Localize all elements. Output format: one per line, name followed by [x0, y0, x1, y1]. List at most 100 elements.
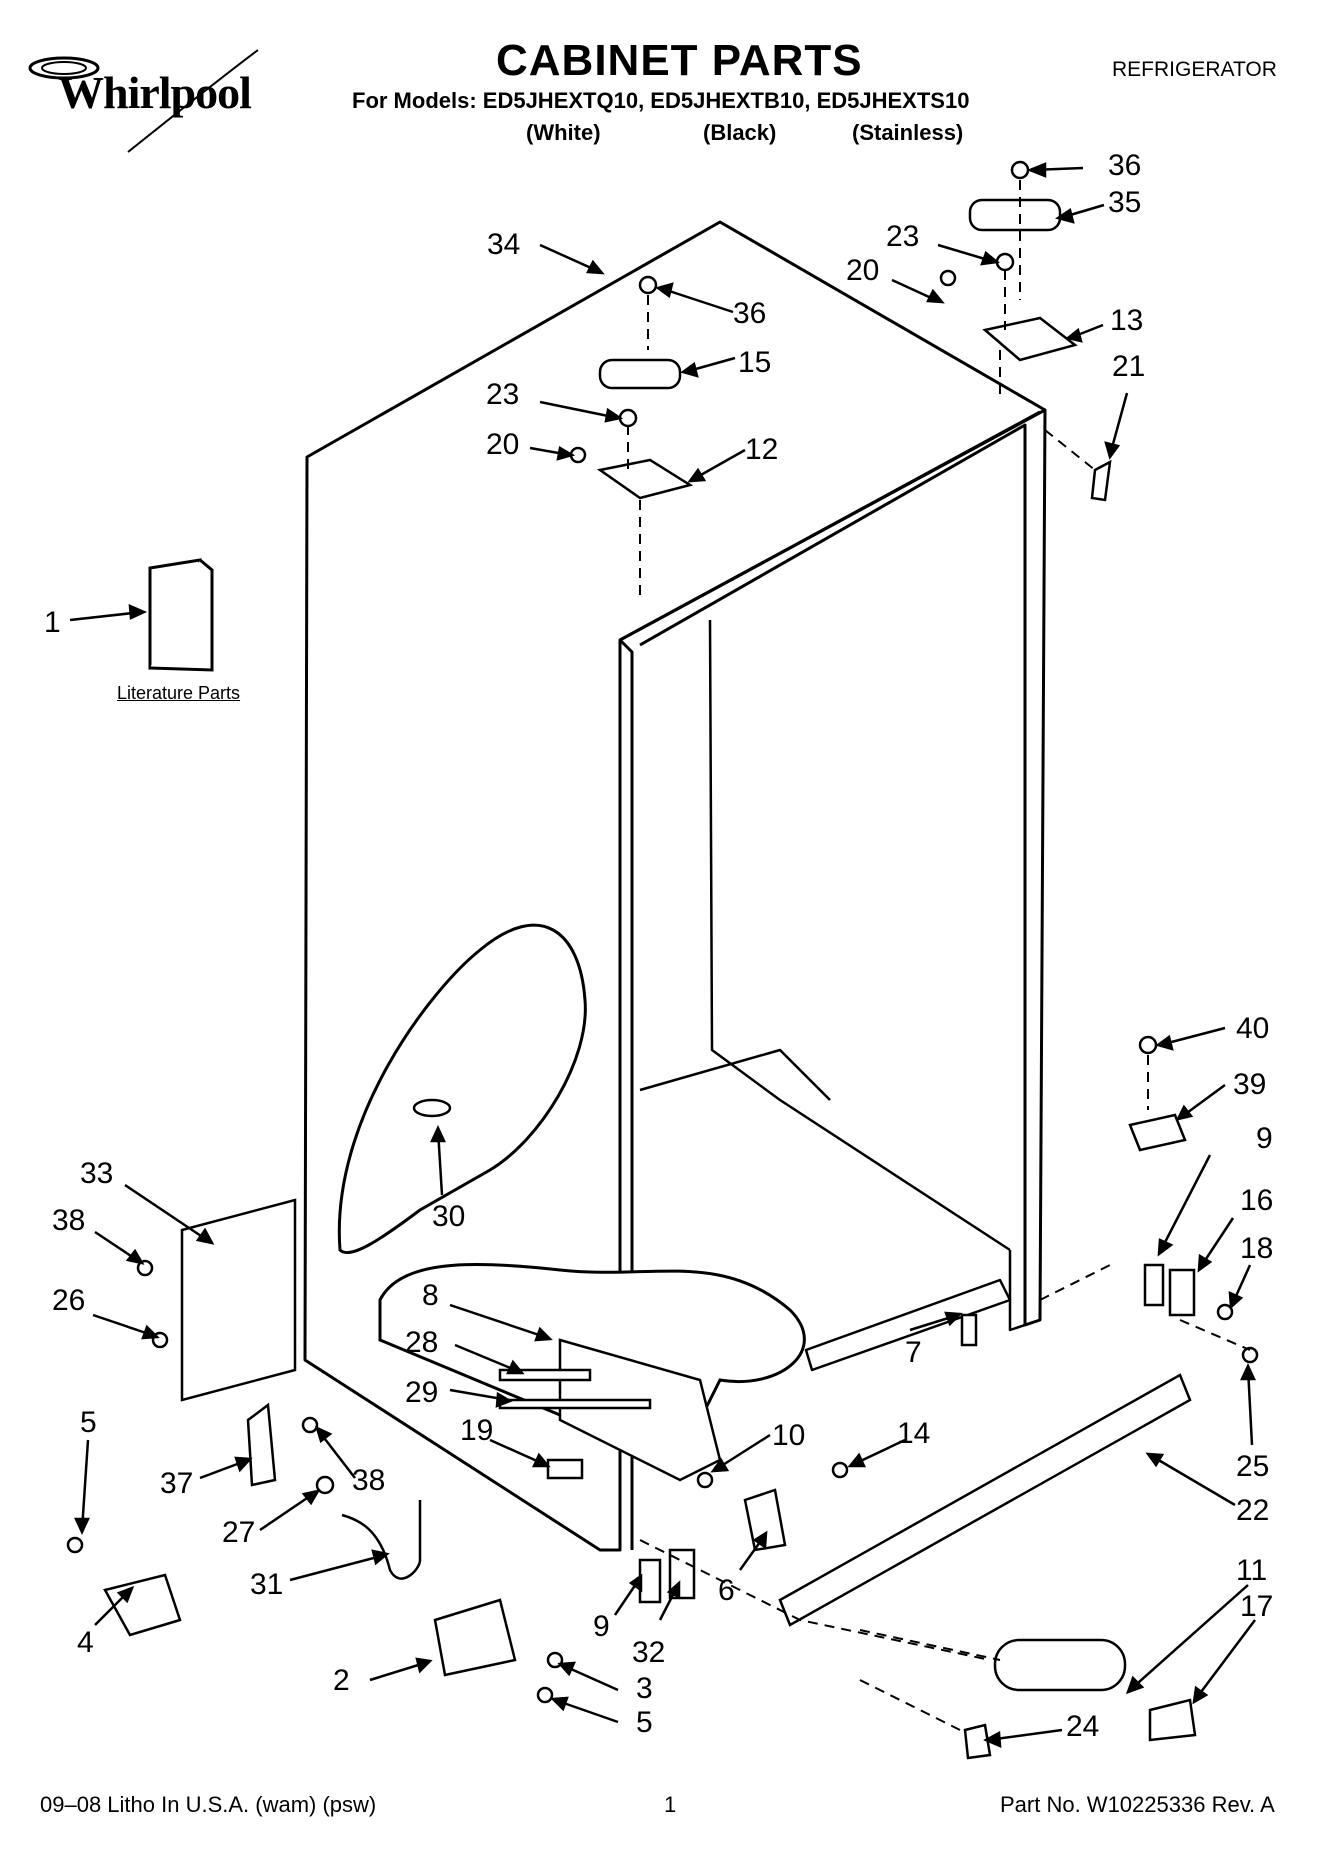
- brand-logo: Whirlpool: [18, 40, 268, 160]
- callout-8: 8: [422, 1279, 439, 1312]
- callout-30: 30: [432, 1200, 465, 1233]
- callout-5b: 5: [636, 1706, 653, 1739]
- callout-34: 34: [487, 228, 520, 261]
- tube-28: [498, 1368, 592, 1382]
- callout-36a: 36: [1108, 149, 1141, 182]
- callout-20a: 20: [846, 254, 879, 287]
- callout-7: 7: [905, 1336, 922, 1369]
- clip-19: [546, 1458, 584, 1480]
- bracket-39: [1128, 1113, 1187, 1152]
- finish-black: (Black): [703, 120, 777, 145]
- callout-21: 21: [1112, 350, 1145, 383]
- screw-38-bottom: [301, 1416, 319, 1434]
- callout-22: 22: [1236, 1494, 1269, 1527]
- callout-10: 10: [772, 1419, 805, 1452]
- callout-15: 15: [738, 346, 771, 379]
- drain-30: [412, 1098, 452, 1118]
- callout-18: 18: [1240, 1232, 1273, 1265]
- callout-38b: 38: [352, 1464, 385, 1497]
- callout-26: 26: [52, 1284, 85, 1317]
- callout-37: 37: [160, 1467, 193, 1500]
- bolt-23-right: [995, 252, 1015, 272]
- footer-part-number: Part No. W10225336 Rev. A: [1000, 1792, 1275, 1817]
- bolt-18: [1216, 1303, 1234, 1321]
- callout-17: 17: [1240, 1590, 1273, 1623]
- cap-17: [1148, 1698, 1197, 1742]
- callout-19: 19: [460, 1414, 493, 1447]
- brand-name: Whirlpool: [58, 67, 252, 118]
- callout-31: 31: [250, 1568, 283, 1601]
- bolt-25: [1241, 1346, 1259, 1364]
- water-line-31: [341, 1500, 422, 1580]
- filter-11: [993, 1638, 1127, 1692]
- callout-4: 4: [77, 1626, 94, 1659]
- clip-24: [963, 1723, 992, 1760]
- callout-12: 12: [745, 433, 778, 466]
- callout-33: 33: [80, 1157, 113, 1190]
- callout-9b: 9: [593, 1610, 610, 1643]
- callout-2: 2: [333, 1664, 350, 1697]
- callout-5a: 5: [80, 1406, 97, 1439]
- callout-39: 39: [1233, 1068, 1266, 1101]
- bracket-37: [246, 1402, 277, 1487]
- logo-swoosh-icon: [28, 49, 259, 153]
- footer-page-number: 1: [664, 1792, 677, 1817]
- callout-24: 24: [1066, 1710, 1099, 1743]
- top-hinge-right: [982, 316, 1078, 362]
- callout-1: 1: [44, 606, 61, 639]
- top-hinge-cover-left: [598, 358, 682, 390]
- callout-36b: 36: [733, 297, 766, 330]
- fitting-27: [315, 1475, 335, 1495]
- callout-35: 35: [1108, 186, 1141, 219]
- footer-litho: 09–08 Litho In U.S.A. (wam) (psw): [40, 1792, 377, 1817]
- bolt-40: [1138, 1035, 1158, 1055]
- callout-20b: 20: [486, 428, 519, 461]
- callout-3: 3: [636, 1672, 653, 1705]
- finish-white: (White): [526, 120, 601, 145]
- bracket-7: [960, 1313, 978, 1347]
- callout-16: 16: [1240, 1184, 1273, 1217]
- callout-23b: 23: [486, 378, 519, 411]
- screw-5-left: [66, 1536, 84, 1554]
- callout-29: 29: [405, 1376, 438, 1409]
- hinge-9-bottom: [638, 1558, 662, 1604]
- literature-book-icon: [148, 558, 214, 672]
- hinge-9-right: [1143, 1263, 1165, 1307]
- literature-parts-label: Literature Parts: [117, 683, 241, 703]
- callout-numbers: 36 35 23 20 13 21 34 36 15 23 12 20 1 40…: [44, 149, 1273, 1743]
- callout-32: 32: [632, 1636, 665, 1669]
- callout-11: 11: [1236, 1554, 1267, 1587]
- callout-27: 27: [222, 1516, 255, 1549]
- hinge-16: [1168, 1268, 1196, 1317]
- models-line: For Models: ED5JHEXTQ10, ED5JHEXTB10, ED…: [352, 88, 970, 113]
- callout-14: 14: [897, 1417, 930, 1450]
- callout-9a: 9: [1256, 1122, 1273, 1155]
- finish-stainless: (Stainless): [852, 120, 964, 145]
- tube-29: [498, 1398, 652, 1410]
- plug-21: [1090, 459, 1112, 502]
- callout-28: 28: [405, 1326, 438, 1359]
- grille-33: [180, 1198, 297, 1402]
- callout-38a: 38: [52, 1204, 85, 1237]
- screw-38-left: [136, 1259, 154, 1277]
- top-hinge-cover-right: [968, 198, 1062, 232]
- page-title: CABINET PARTS: [496, 36, 863, 85]
- top-hinge-left: [596, 458, 694, 500]
- screw-5-bottom: [536, 1686, 554, 1704]
- callout-25: 25: [1236, 1450, 1269, 1483]
- cutaway-left: [337, 923, 587, 1255]
- cabinet-outline: [303, 220, 1047, 1552]
- bolt-36-left: [638, 275, 658, 295]
- callout-40: 40: [1236, 1012, 1269, 1045]
- grille-22: [778, 1373, 1192, 1627]
- screw-14: [831, 1461, 849, 1479]
- bolt-20-right: [939, 269, 957, 287]
- callout-13: 13: [1110, 304, 1143, 337]
- callout-6: 6: [718, 1574, 735, 1607]
- appliance-type: REFRIGERATOR: [1112, 58, 1277, 81]
- bracket-6: [743, 1488, 787, 1552]
- callout-23a: 23: [886, 220, 919, 253]
- screw-10: [696, 1471, 714, 1489]
- roller-2: [433, 1598, 517, 1677]
